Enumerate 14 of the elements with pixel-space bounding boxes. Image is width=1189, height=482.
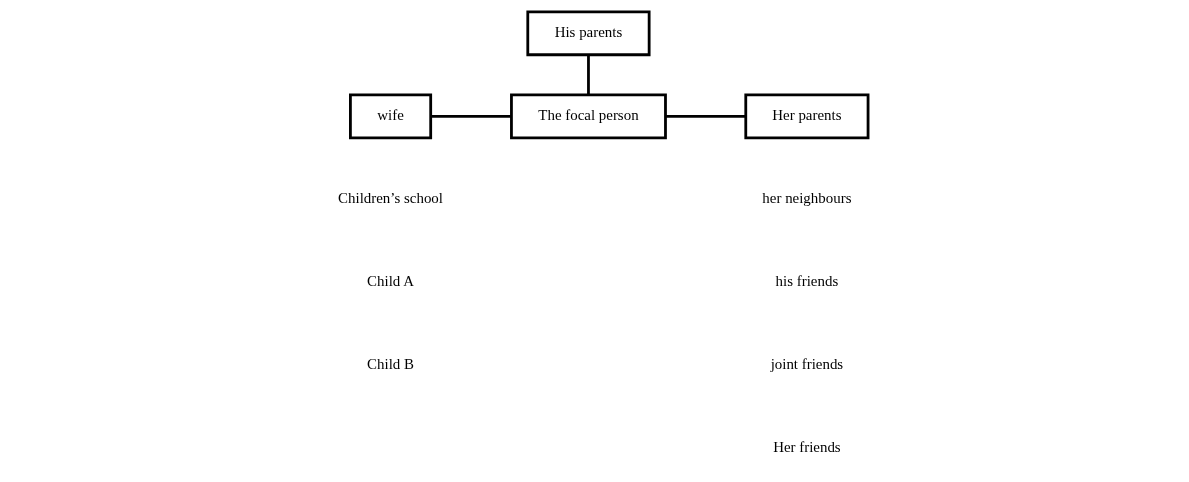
label: his friends: [775, 273, 838, 290]
label: her neighbours: [761, 190, 851, 206]
connector: [430, 114, 511, 118]
connector: [665, 114, 746, 118]
label: Children’s school: [337, 190, 443, 206]
label: Child B: [366, 356, 414, 373]
node-box: His parents: [525, 10, 651, 57]
connector: [586, 55, 590, 95]
label: Her friends: [772, 439, 841, 456]
node-box: wife: [348, 93, 432, 140]
label: joint friends: [770, 356, 843, 373]
label: Child A: [366, 273, 414, 290]
node-box: The focal person: [509, 93, 667, 140]
node-box: Her parents: [743, 93, 869, 140]
